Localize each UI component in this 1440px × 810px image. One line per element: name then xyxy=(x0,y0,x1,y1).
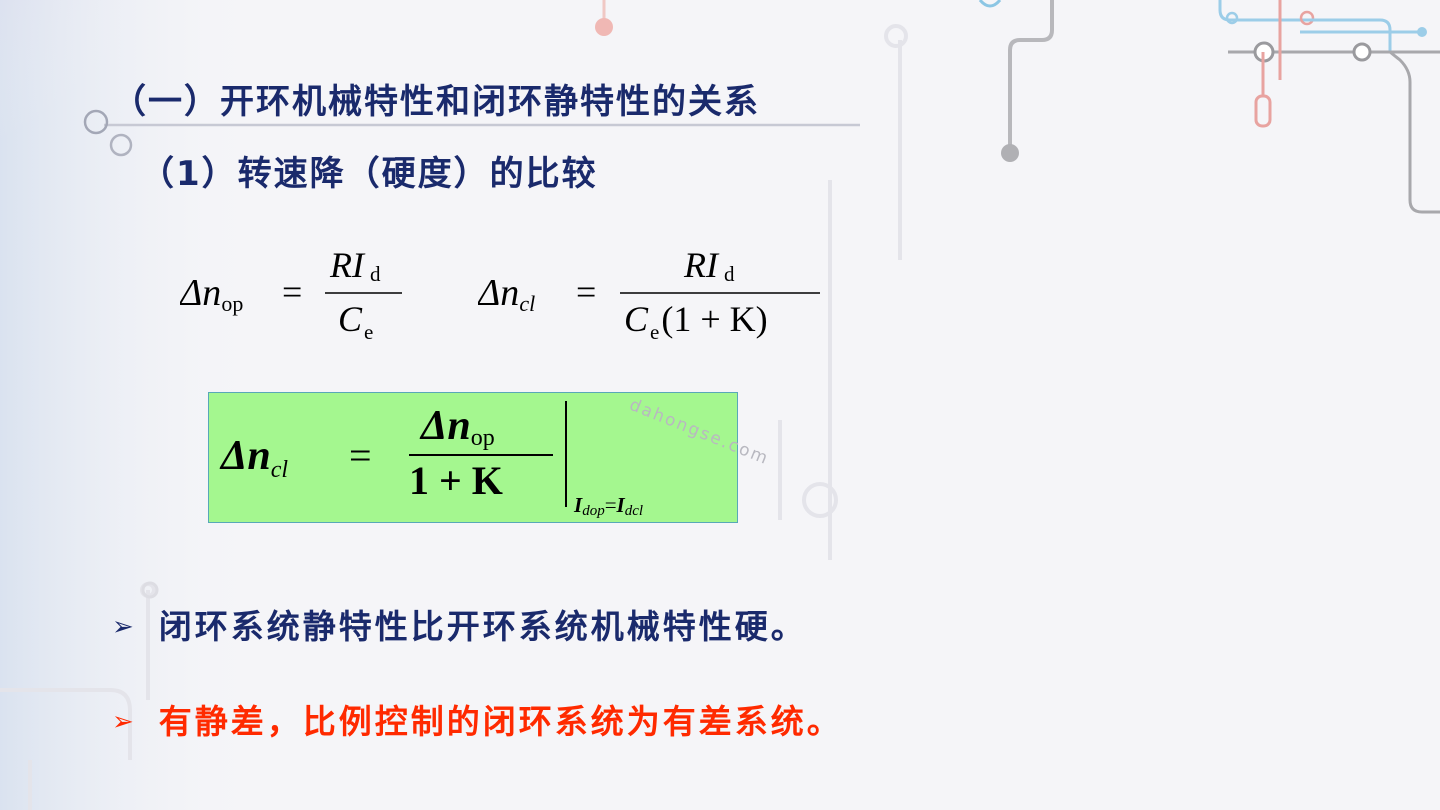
eq2-denominator-subscript: e xyxy=(650,320,659,344)
eq1-equals: = xyxy=(282,272,302,312)
boxed-lhs-symbol: Δn xyxy=(219,433,271,479)
eq2-denominator: C xyxy=(624,299,649,339)
svg-text:Δncl: Δncl xyxy=(219,433,288,483)
eq2-numerator: RI xyxy=(683,245,720,285)
eq1-denominator: C xyxy=(338,299,363,339)
slide-title: （一）开环机械特性和闭环静特性的关系 xyxy=(112,82,760,122)
eq2-numerator-subscript: d xyxy=(724,262,735,286)
arrow-bullet-icon: ➢ xyxy=(112,707,137,737)
bullet-item: ➢ 有静差，比例控制的闭环系统为有差系统。 xyxy=(112,695,843,743)
svg-text:Ce(1 + K): Ce(1 + K) xyxy=(624,299,768,344)
bullet-text: 有静差，比例控制的闭环系统为有差系统。 xyxy=(158,702,843,741)
bullet-text: 闭环系统静特性比开环系统机械特性硬。 xyxy=(158,607,807,646)
svg-text:Δnop: Δnop xyxy=(180,272,243,316)
boxed-numerator-symbol: Δn xyxy=(419,403,471,449)
svg-text:Idop=Idcl: Idop=Idcl xyxy=(573,493,643,519)
svg-text:Ce: Ce xyxy=(338,299,373,344)
highlighted-equation-box: Δncl = Δnop 1 + K Idop=Idcl xyxy=(208,392,738,523)
eq2-lhs-symbol: Δn xyxy=(478,272,519,314)
boxed-condition-right-subscript: dcl xyxy=(625,503,643,519)
eq1-denominator-subscript: e xyxy=(364,320,373,344)
boxed-condition-left: I xyxy=(573,493,583,517)
eq2-denominator-rest: (1 + K) xyxy=(661,299,767,339)
slide-subtitle: （1）转速降（硬度）的比较 xyxy=(140,154,598,194)
boxed-lhs-subscript: cl xyxy=(271,457,289,483)
eq1-numerator-subscript: d xyxy=(370,262,381,286)
bullet-item: ➢ 闭环系统静特性比开环系统机械特性硬。 xyxy=(112,600,807,648)
svg-text:Δnop: Δnop xyxy=(419,403,495,451)
boxed-equation: Δncl = Δnop 1 + K Idop=Idcl xyxy=(219,401,643,519)
boxed-numerator-subscript: op xyxy=(471,425,495,451)
boxed-equals: = xyxy=(349,433,372,478)
boxed-condition-right: I xyxy=(616,493,626,517)
eq1-numerator: RI xyxy=(329,245,366,285)
eq2-equals: = xyxy=(576,272,596,312)
svg-text:RId: RId xyxy=(329,245,381,286)
boxed-condition-equals: = xyxy=(605,493,617,517)
boxed-denominator: 1 + K xyxy=(409,458,503,503)
svg-text:RId: RId xyxy=(683,245,735,286)
boxed-condition-left-subscript: dop xyxy=(582,503,605,519)
eq1-lhs-symbol: Δn xyxy=(180,272,221,314)
eq2-lhs-subscript: cl xyxy=(519,291,535,316)
svg-text:Δncl: Δncl xyxy=(478,272,535,316)
arrow-bullet-icon: ➢ xyxy=(112,612,137,642)
eq1-lhs-subscript: op xyxy=(221,291,243,316)
